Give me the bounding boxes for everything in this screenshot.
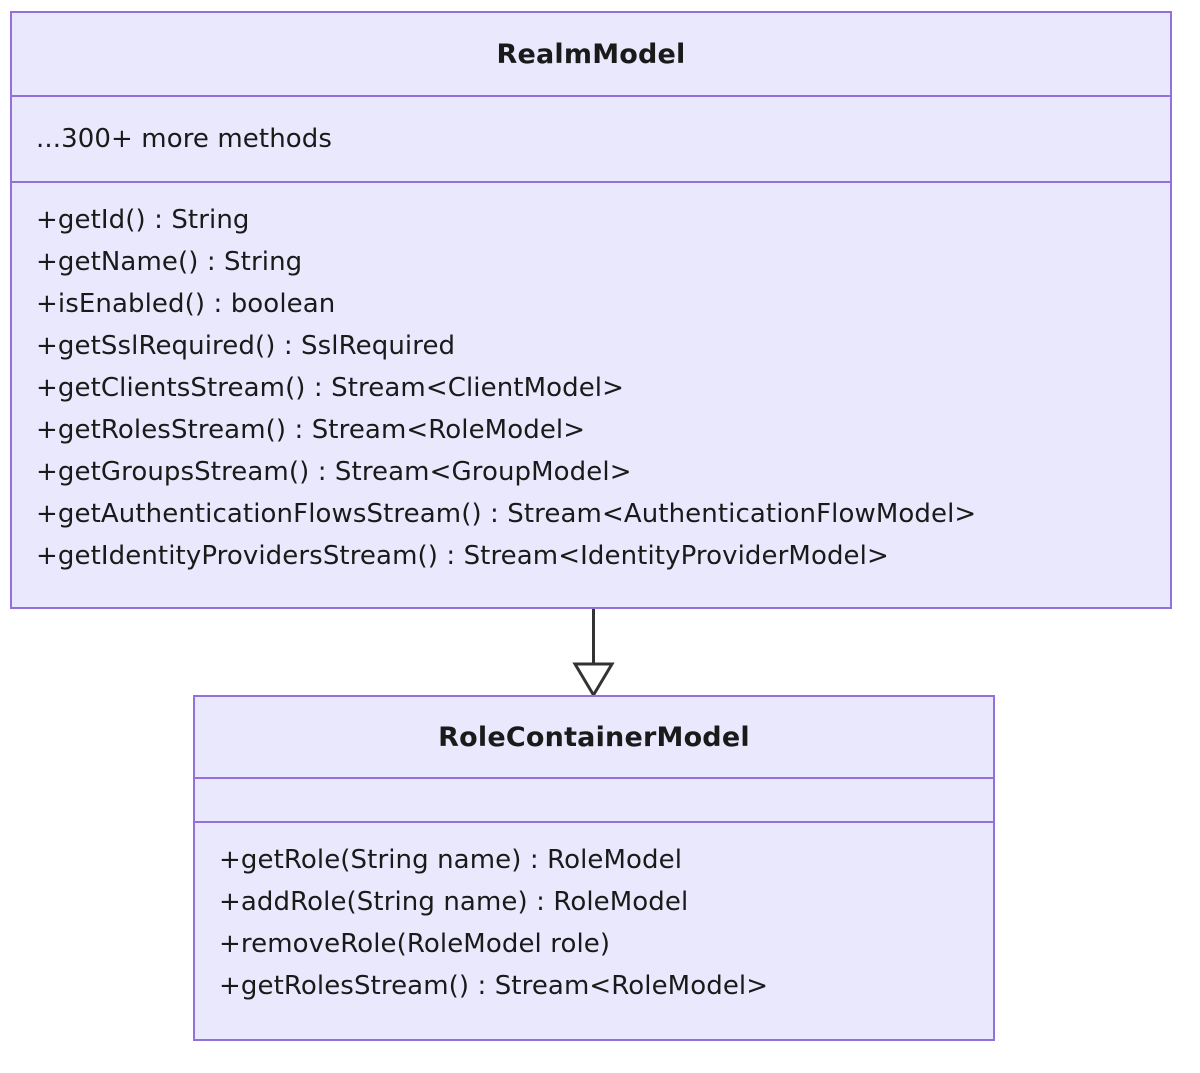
class-method: +getSslRequired() : SslRequired: [36, 331, 456, 361]
class-method: +getRolesStream() : Stream<RoleModel>: [36, 415, 586, 445]
class-method: +getAuthenticationFlowsStream() : Stream…: [36, 499, 977, 529]
class-method: +getRole(String name) : RoleModel: [219, 845, 683, 875]
class-box-rolecontainermodel[interactable]: RoleContainerModel +getRole(String name)…: [193, 695, 995, 1041]
class-method: +getIdentityProvidersStream() : Stream<I…: [36, 541, 889, 571]
class-method: +isEnabled() : boolean: [36, 289, 336, 319]
class-methods-compartment: +getId() : String +getName() : String +i…: [12, 181, 1170, 607]
class-title-compartment: RealmModel: [12, 13, 1170, 95]
class-method: +getName() : String: [36, 247, 303, 277]
class-attribute: ...300+ more methods: [36, 124, 333, 154]
class-method: +removeRole(RoleModel role): [219, 929, 611, 959]
class-method: +addRole(String name) : RoleModel: [219, 887, 689, 917]
generalization-arrowhead-icon: [572, 662, 615, 698]
class-methods-compartment: +getRole(String name) : RoleModel +addRo…: [195, 821, 993, 1039]
class-method: +getClientsStream() : Stream<ClientModel…: [36, 373, 625, 403]
class-title-compartment: RoleContainerModel: [195, 697, 993, 777]
class-method: +getRolesStream() : Stream<RoleModel>: [219, 971, 769, 1001]
class-method: +getId() : String: [36, 205, 250, 235]
class-box-realmmodel[interactable]: RealmModel ...300+ more methods +getId()…: [10, 11, 1172, 609]
class-attributes-compartment: ...300+ more methods: [12, 95, 1170, 181]
class-name-rolecontainermodel: RoleContainerModel: [438, 721, 750, 753]
class-method: +getGroupsStream() : Stream<GroupModel>: [36, 457, 632, 487]
class-name-realmmodel: RealmModel: [496, 38, 686, 70]
class-attributes-compartment: [195, 777, 993, 821]
